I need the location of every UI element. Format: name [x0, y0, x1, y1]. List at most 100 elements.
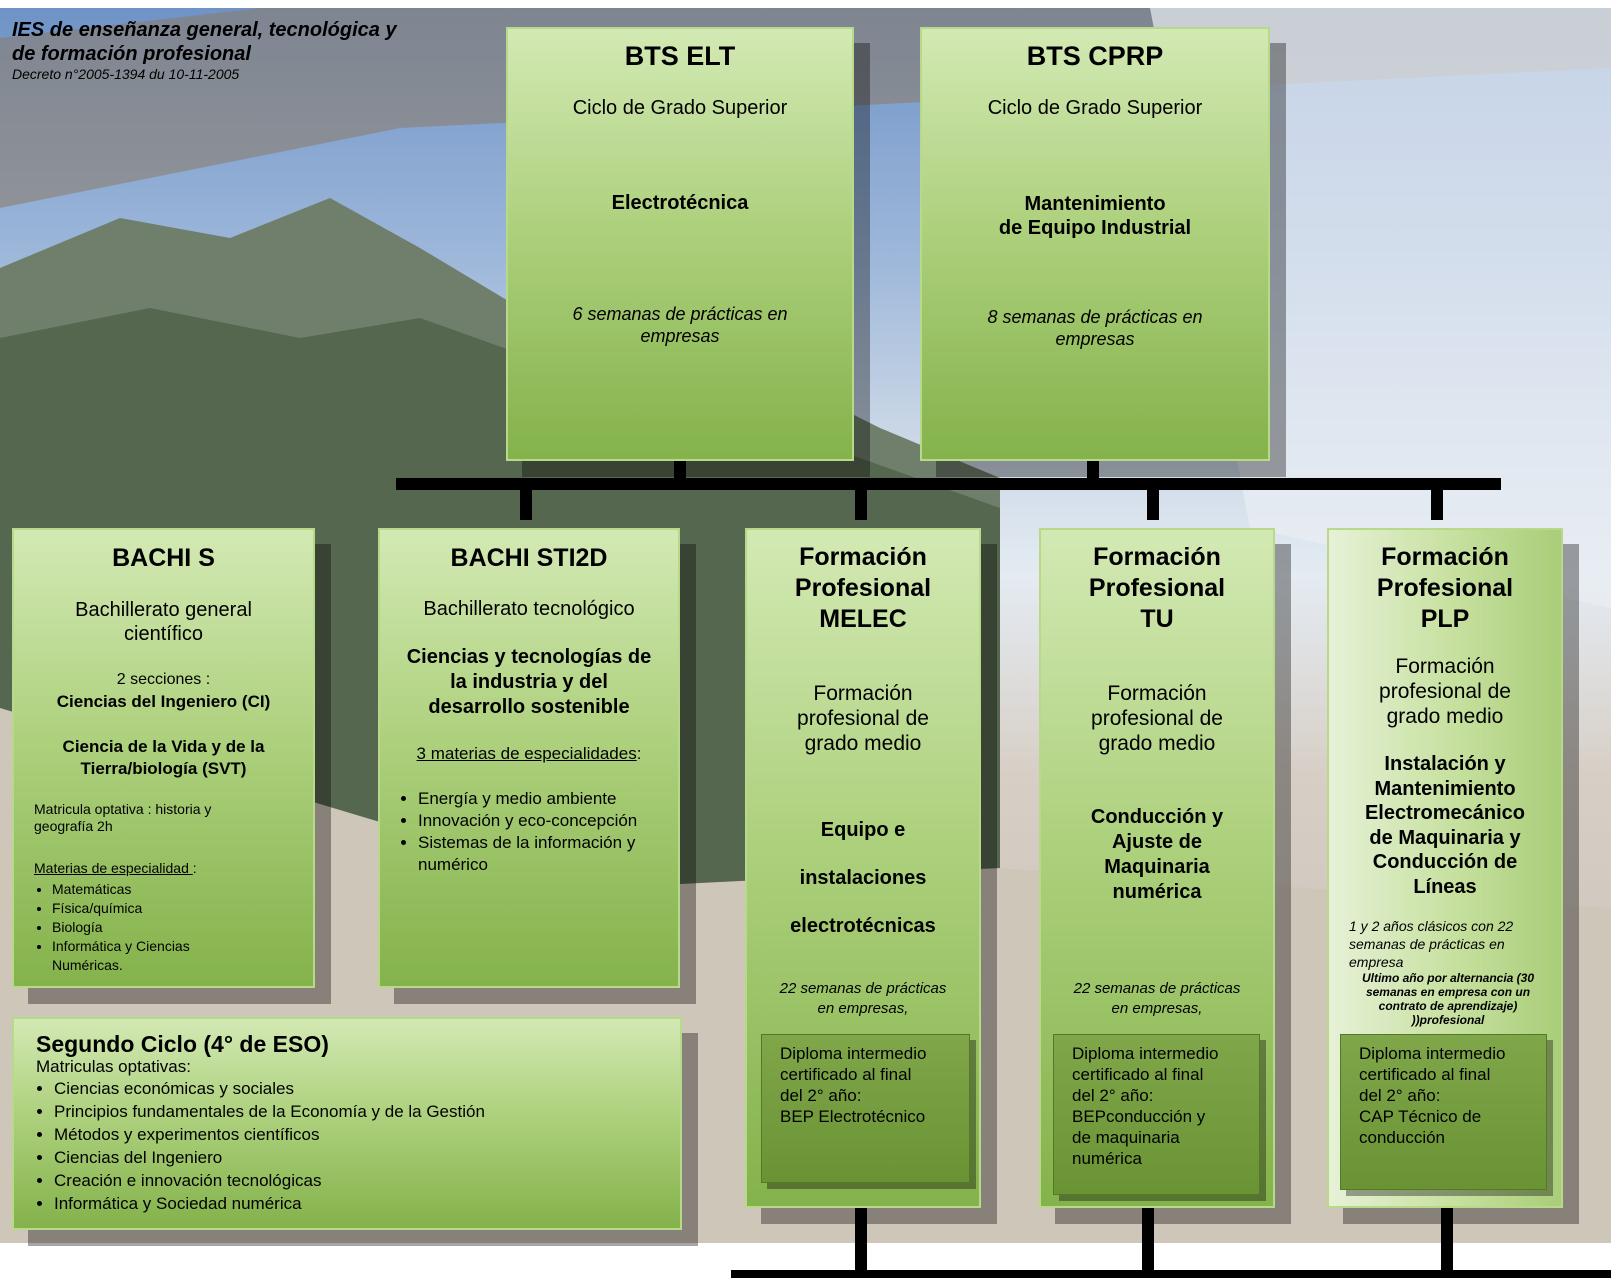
segundo-ciclo-subtitle: Matriculas optativas: — [36, 1057, 191, 1076]
bts-elt-internship: 6 semanas de prácticas en empresas — [508, 303, 852, 347]
fp-plp-title-line2: Profesional — [1376, 574, 1514, 602]
bts-cprp-specialty: Mantenimiento de Equipo Industrial — [922, 192, 1268, 240]
bachi-s-section-svt-line1: Ciencia de la Vida y de la — [62, 737, 265, 756]
list-item: Principios fundamentales de la Economía … — [54, 1100, 658, 1123]
fp-plp-specialty-line: Líneas — [1413, 875, 1477, 898]
bachi-sti2d-track-line1: Ciencias y tecnologías de — [406, 646, 652, 668]
fp-melec-title-line2: Profesional — [794, 574, 932, 602]
fp-melec-diploma-line: del 2° año: — [780, 1086, 862, 1105]
connector-bottom-horizontal — [731, 1270, 1611, 1278]
connector-fp-tu — [1147, 484, 1159, 520]
bachi-sti2d-subjects-heading: 3 materias de especialidades: — [380, 744, 678, 764]
bts-cprp-box: BTS CPRP Ciclo de Grado Superior Manteni… — [920, 27, 1270, 461]
fp-plp-specialty: Instalación y Mantenimiento Electromecán… — [1329, 752, 1561, 899]
fp-tu-diploma-line: de maquinaria — [1072, 1128, 1180, 1147]
list-item: Métodos y experimentos científicos — [54, 1123, 658, 1146]
bachi-sti2d-subjects-colon: : — [636, 744, 642, 763]
bachi-s-optional-line2: geografía 2h — [34, 818, 113, 834]
bts-elt-title: BTS ELT — [624, 41, 736, 71]
list-item: Física/química — [52, 899, 253, 918]
bachi-s-specialty-heading: Materias de especialidad : — [34, 860, 197, 876]
fp-melec-title: Formación Profesional MELEC — [747, 542, 979, 635]
bts-cprp-title: BTS CPRP — [1026, 41, 1164, 71]
fp-plp-specialty-line: Instalación y — [1384, 753, 1506, 775]
connector-bottom-melec — [855, 1205, 867, 1273]
fp-tu-level-line2: profesional de — [1091, 707, 1223, 730]
fp-plp-internship-line: semanas de prácticas en — [1349, 936, 1505, 952]
fp-tu-diploma-line: BEPconducción y — [1072, 1107, 1206, 1126]
fp-tu-title: Formación Profesional TU — [1041, 542, 1273, 635]
bts-cprp-specialty-line1: Mantenimiento — [1024, 193, 1166, 215]
fp-tu-diploma-line: del 2° año: — [1072, 1086, 1154, 1105]
segundo-ciclo-title: Segundo Ciclo (4° de ESO) — [36, 1031, 329, 1057]
fp-tu-title-line1: Formación — [1093, 543, 1221, 571]
bachi-sti2d-track-line2: la industria y del — [450, 671, 608, 693]
school-name-line1: IES de enseñanza general, tecnológica y — [12, 19, 397, 41]
fp-plp-diploma-line: conducción — [1359, 1128, 1446, 1147]
fp-plp-level-line2: profesional de — [1379, 680, 1511, 703]
fp-plp-level-line1: Formación — [1395, 655, 1495, 678]
fp-plp-diploma: Diploma intermedio certificado al final … — [1340, 1034, 1547, 1190]
connector-bachi-sti2d — [520, 484, 532, 520]
bachi-s-title: BACHI S — [112, 544, 215, 572]
bachi-sti2d-track: Ciencias y tecnologías de la industria y… — [380, 645, 678, 720]
fp-melec-specialty-line3: electrotécnicas — [790, 915, 936, 937]
segundo-ciclo-list: Ciencias económicas y sociales Principio… — [36, 1077, 658, 1215]
fp-plp-alternance-line: contrato de aprendizaje) — [1378, 999, 1518, 1013]
fp-tu-title-line3: TU — [1140, 605, 1174, 633]
bachi-s-section-ci: Ciencias del Ingeniero (CI) — [56, 692, 271, 711]
bachi-s-subtitle-line2: científico — [124, 623, 203, 645]
decree-reference: Decreto n°2005-1394 du 10-11-2005 — [12, 66, 240, 82]
fp-plp-diploma-line: certificado al final — [1359, 1065, 1491, 1084]
bachi-sti2d-track-line3: desarrollo sostenible — [428, 696, 630, 718]
bachi-s-sections-label: 2 secciones : — [116, 671, 211, 688]
list-item: Biología — [52, 918, 253, 937]
fp-tu-diploma: Diploma intermedio certificado al final … — [1053, 1034, 1260, 1195]
bts-cprp-internship: 8 semanas de prácticas en empresas — [922, 306, 1268, 350]
fp-tu-internship-line2: en empresas, — [1111, 1000, 1203, 1017]
connector-fp-melec — [855, 484, 867, 520]
bachi-s-section-svt-line2: Tierra/biología (SVT) — [80, 759, 247, 778]
bts-cprp-internship-line2: empresas — [1055, 329, 1135, 349]
fp-plp-alternance: Ultimo año por alternancia (30 semanas e… — [1345, 971, 1551, 1027]
fp-plp-internship: 1 y 2 años clásicos con 22 semanas de pr… — [1349, 917, 1555, 971]
bachi-s-optional: Matricula optativa : historia y geografí… — [34, 801, 307, 835]
fp-melec-level-line2: profesional de — [797, 707, 929, 730]
fp-melec-diploma-line: BEP Electrotécnico — [780, 1107, 926, 1126]
fp-tu-specialty-line2: Ajuste de — [1111, 831, 1203, 853]
fp-melec-title-line1: Formación — [799, 543, 927, 571]
bachi-s-box: BACHI S Bachillerato general científico … — [12, 528, 315, 988]
fp-tu-specialty: Conducción y Ajuste de Maquinaria numéri… — [1041, 805, 1273, 905]
list-item: Ciencias del Ingeniero — [54, 1146, 658, 1169]
bts-elt-box: BTS ELT Ciclo de Grado Superior Electrot… — [506, 27, 854, 461]
segundo-ciclo-box: Segundo Ciclo (4° de ESO) Matriculas opt… — [12, 1017, 682, 1230]
connector-top-horizontal — [396, 478, 1501, 490]
fp-tu-level-line1: Formación — [1107, 682, 1207, 705]
fp-tu-specialty-line1: Conducción y — [1090, 806, 1224, 828]
bts-cprp-internship-line1: 8 semanas de prácticas en — [987, 307, 1203, 327]
bachi-s-optional-line1: Matricula optativa : historia y — [34, 801, 212, 817]
fp-tu-diploma-line: numérica — [1072, 1149, 1142, 1168]
fp-melec-specialty-line1: Equipo e — [820, 819, 906, 841]
fp-melec-internship-line1: 22 semanas de prácticas — [779, 980, 947, 997]
fp-melec-level-line3: grado medio — [804, 732, 922, 755]
list-item: Informática y Ciencias Numéricas. — [52, 937, 253, 975]
bts-elt-internship-line1: 6 semanas de prácticas en — [572, 304, 788, 324]
list-item: Creación e innovación tecnológicas — [54, 1169, 658, 1192]
fp-tu-internship-line1: 22 semanas de prácticas — [1073, 980, 1241, 997]
fp-melec-diploma-line: certificado al final — [780, 1065, 912, 1084]
bachi-s-specialty-colon: : — [192, 860, 197, 876]
fp-plp-alternance-line: Ultimo año por alternancia (30 — [1361, 971, 1535, 985]
bts-elt-subtitle: Ciclo de Grado Superior — [572, 97, 788, 119]
fp-plp-alternance-line: semanas en empresa con un — [1365, 985, 1531, 999]
list-item: Informática y Sociedad numérica — [54, 1192, 658, 1215]
fp-tu-diploma-line: Diploma intermedio — [1072, 1044, 1219, 1063]
connector-fp-plp — [1431, 484, 1443, 520]
fp-plp-title-line1: Formación — [1381, 543, 1509, 571]
fp-plp-specialty-line: Conducción de — [1372, 851, 1518, 873]
connector-bottom-plp — [1441, 1205, 1453, 1273]
fp-tu-internship: 22 semanas de prácticas en empresas, — [1041, 979, 1273, 1019]
fp-melec-level-line1: Formación — [813, 682, 913, 705]
bachi-s-specialty-label: Materias de especialidad — [34, 860, 193, 876]
fp-plp-level-line3: grado medio — [1386, 705, 1504, 728]
